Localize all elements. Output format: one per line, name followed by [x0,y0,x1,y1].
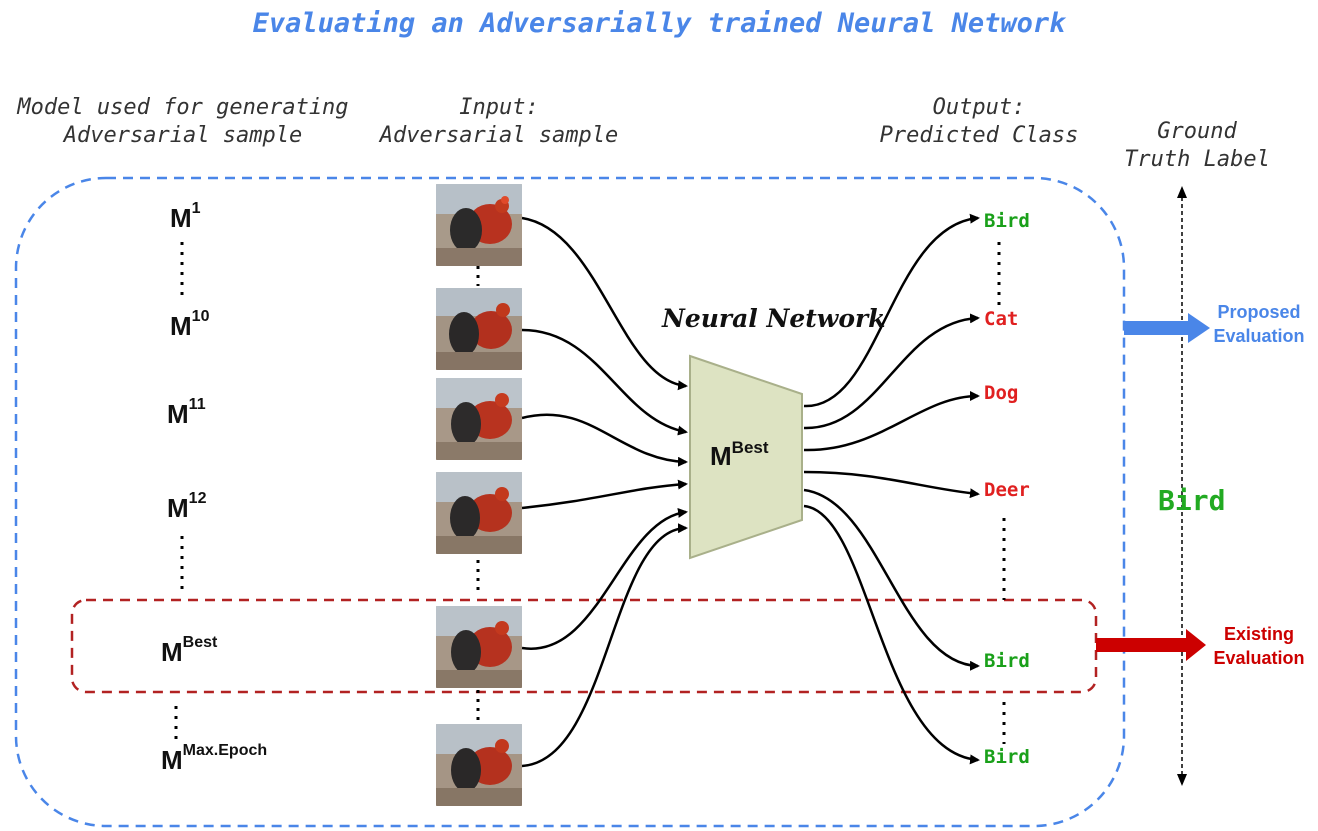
input-header-line2: Adversarial sample [379,123,619,148]
output-connector [803,213,980,408]
existing-evaluation-arrow-head [1186,629,1206,661]
output-header-line2: Predicted Class [879,123,1079,148]
adversarial-sample-image [436,724,522,806]
input-header-line1: Input: [459,95,539,120]
existing-evaluation-label: Existing Evaluation [1213,624,1305,668]
predicted-class: Deer [984,479,1030,501]
output-column-header: Output: Predicted Class [866,94,1092,150]
proposed-evaluation-arrow-head [1188,313,1210,343]
adversarial-sample-image [436,606,522,688]
adversarial-sample-image [436,378,522,460]
input-connector [521,413,688,467]
input-connector [521,328,688,436]
predicted-class: Bird [984,210,1030,232]
predicted-class: Cat [984,308,1019,330]
output-connector [803,504,980,765]
input-connector [521,523,688,768]
proposed-region-border [14,176,1126,828]
input-column-header: Input: Adversarial sample [368,94,630,150]
network-model-label: MBest [710,438,769,471]
output-connector [803,470,980,499]
model-label: M11 [167,396,206,429]
predicted-class: Dog [984,382,1019,404]
existing-region-border [70,598,1098,694]
output-connector [803,313,980,430]
model-label: MMax.Epoch [161,742,268,775]
ground-truth-header-line2: Truth Label [1124,147,1270,172]
model-header-line2: Adversarial sample [63,123,303,148]
output-connector [803,391,980,452]
model-label: M10 [170,308,210,341]
output-header-line1: Output: [932,95,1026,120]
model-column-header: Model used for generating Adversarial sa… [0,94,366,150]
neural-network-block [689,354,803,560]
existing-evaluation-arrow-shaft [1096,638,1188,652]
model-label: M12 [167,490,207,523]
adversarial-sample-image [436,288,522,370]
model-header-line1: Model used for generating [17,95,349,120]
proposed-evaluation-label: Proposed Evaluation [1213,302,1305,346]
output-connector [803,488,980,671]
model-label: MBest [161,634,218,667]
ground-truth-arrow-down [1177,774,1187,786]
ground-truth-label: Bird [1158,484,1226,517]
proposed-evaluation-arrow-shaft [1124,321,1190,335]
input-connector [521,508,688,650]
predicted-class: Bird [984,650,1030,672]
input-connector [521,479,688,510]
model-label: M1 [170,200,201,233]
adversarial-sample-image [436,184,522,266]
ground-truth-header: Ground Truth Label [1112,118,1282,174]
neural-network-label: Neural Network [662,304,886,333]
ground-truth-header-line1: Ground [1157,119,1237,144]
predicted-class: Bird [984,746,1030,768]
ground-truth-arrow-up [1177,186,1187,198]
input-connector [521,216,688,391]
adversarial-sample-image [436,472,522,554]
diagram-title: Evaluating an Adversarially trained Neur… [252,8,1066,39]
